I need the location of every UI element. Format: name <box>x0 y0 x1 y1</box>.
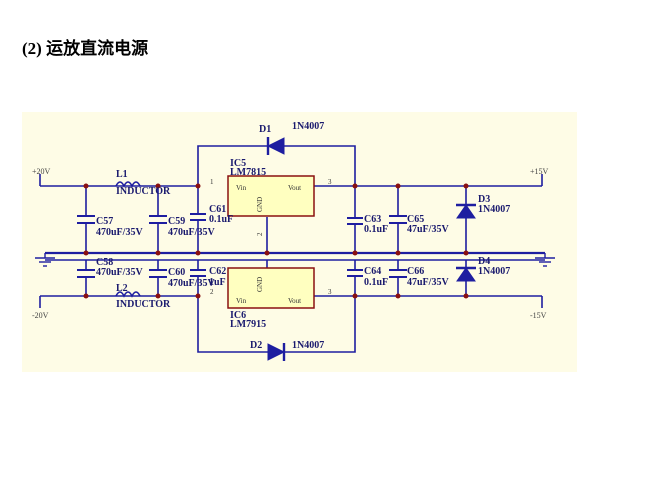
c64-ref: C64 <box>364 266 381 277</box>
c58-ref: C58 <box>96 257 113 268</box>
diode-d2-symbol <box>267 343 286 361</box>
c65-ref: C65 <box>407 214 424 225</box>
c66-ref: C66 <box>407 266 424 277</box>
c59-ref: C59 <box>168 216 185 227</box>
c60-ref: C60 <box>168 267 185 278</box>
capacitor-branches <box>85 186 467 296</box>
rail-label-pos20: +20V <box>32 167 51 176</box>
c59-value: 470uF/35V <box>168 227 215 238</box>
d2-ref: D2 <box>250 340 262 351</box>
c65-value: 47uF/35V <box>407 224 449 235</box>
d3-part: 1N4007 <box>478 204 510 215</box>
c60-value: 470uF/35V <box>168 278 215 289</box>
d4-ref: D4 <box>478 256 490 267</box>
d2-part: 1N4007 <box>292 340 324 351</box>
c62-ref: C62 <box>209 266 226 277</box>
ic5-part: LM7815 <box>230 167 266 178</box>
d1-part: 1N4007 <box>292 121 324 132</box>
inductor-l2-symbol <box>115 291 141 298</box>
inductor-l1-symbol <box>115 181 141 188</box>
l1-type: INDUCTOR <box>116 186 171 197</box>
ic5-pin-num-gnd: 2 <box>256 232 264 236</box>
c61-value: 0.1uF <box>209 214 233 225</box>
c63-ref: C63 <box>364 214 381 225</box>
c62-value: 1uF <box>209 277 226 288</box>
capacitor-plates <box>77 213 407 278</box>
ic5-ref: IC5 <box>230 158 246 169</box>
c57-value: 470uF/35V <box>96 227 143 238</box>
ic5-pin-num-in: 1 <box>210 178 214 186</box>
schematic-board <box>22 112 577 372</box>
section-heading: (2) 运放直流电源 <box>22 34 148 59</box>
ic5-pin-vout: Vout <box>288 184 301 192</box>
rail-label-neg15: -15V <box>530 311 547 320</box>
diode-d3-symbol <box>456 203 476 219</box>
regulator-ic5-body <box>227 175 315 217</box>
d3-ref: D3 <box>478 194 490 205</box>
ic5-pin-gnd: GND <box>256 197 264 212</box>
rail-label-neg20: -20V <box>32 311 49 320</box>
section-number: (2) <box>22 39 42 58</box>
d1-wire-left <box>197 145 268 186</box>
c66-value: 47uF/35V <box>407 277 449 288</box>
c61-ref: C61 <box>209 204 226 215</box>
ic6-pin-vin: Vin <box>236 297 247 305</box>
junction-dots <box>83 183 469 299</box>
d4-part: 1N4007 <box>478 266 510 277</box>
ic6-part: LM7915 <box>230 319 266 330</box>
section-title: 运放直流电源 <box>46 39 149 59</box>
ic6-ref: IC6 <box>230 310 246 321</box>
regulator-ic6-body <box>227 267 315 309</box>
ic5-pin-vin: Vin <box>236 184 247 192</box>
ic6-pin-num-out: 3 <box>328 288 332 296</box>
d1-wire-right <box>284 145 356 186</box>
l2-type: INDUCTOR <box>116 299 171 310</box>
ic6-pin-num-in: 2 <box>210 288 214 296</box>
rail-label-pos15: +15V <box>530 167 549 176</box>
d2-wire-left <box>197 296 268 353</box>
d2-wire-right <box>284 296 356 353</box>
c58-value: 470uF/35V <box>96 267 143 278</box>
c63-value: 0.1uF <box>364 224 388 235</box>
ground-symbol-right <box>535 253 555 267</box>
l2-ref: L2 <box>116 283 128 294</box>
d1-ref: D1 <box>259 124 271 135</box>
c57-ref: C57 <box>96 216 113 227</box>
ic6-pin-gnd: GND <box>256 277 264 292</box>
ground-symbol-left <box>35 253 55 267</box>
l1-ref: L1 <box>116 169 128 180</box>
ic5-pin-num-out: 3 <box>328 178 332 186</box>
c64-value: 0.1uF <box>364 277 388 288</box>
ic6-pin-vout: Vout <box>288 297 301 305</box>
diode-d1-symbol <box>266 137 285 155</box>
diode-d4-symbol <box>456 266 476 282</box>
